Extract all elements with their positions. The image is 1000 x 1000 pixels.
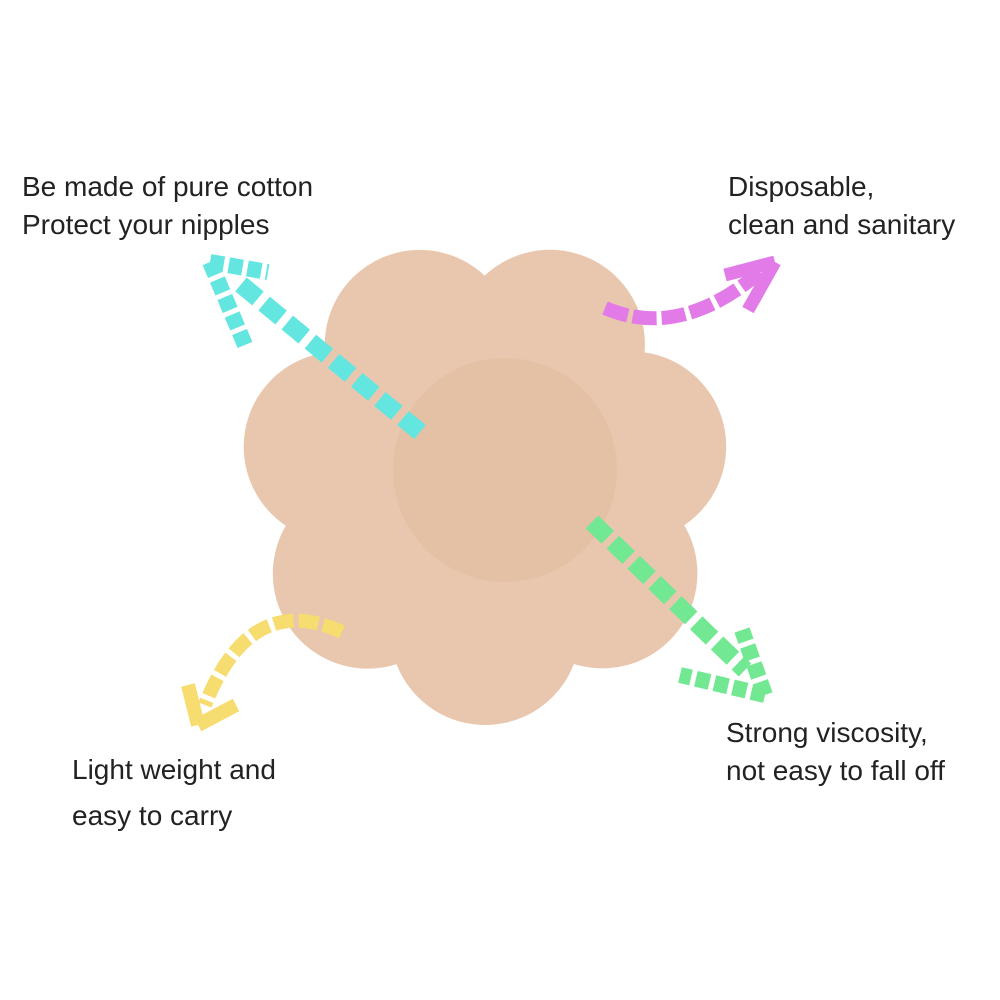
caption-strong-viscosity: Strong viscosity, not easy to fall off: [726, 714, 945, 790]
caption-line: easy to carry: [72, 800, 233, 831]
caption-disposable: Disposable, clean and sanitary: [728, 168, 955, 244]
green-arrow-icon: [585, 515, 773, 703]
caption-pure-cotton: Be made of pure cotton Protect your nipp…: [22, 168, 313, 244]
caption-line: not easy to fall off: [726, 755, 945, 786]
caption-line: Light weight and: [72, 754, 276, 785]
magenta-arrow-icon: [602, 255, 781, 326]
caption-line: Disposable,: [728, 171, 875, 202]
yellow-arrow-icon: [181, 613, 345, 732]
caption-light-weight: Light weight and easy to carry: [72, 747, 276, 839]
caption-line: clean and sanitary: [728, 209, 956, 240]
caption-line: Be made of pure cotton: [22, 171, 314, 202]
cyan-arrow-icon: [202, 254, 426, 439]
caption-line: Strong viscosity,: [726, 717, 928, 748]
caption-line: Protect your nipples: [22, 209, 270, 240]
pasty-center-circle: [393, 358, 617, 582]
